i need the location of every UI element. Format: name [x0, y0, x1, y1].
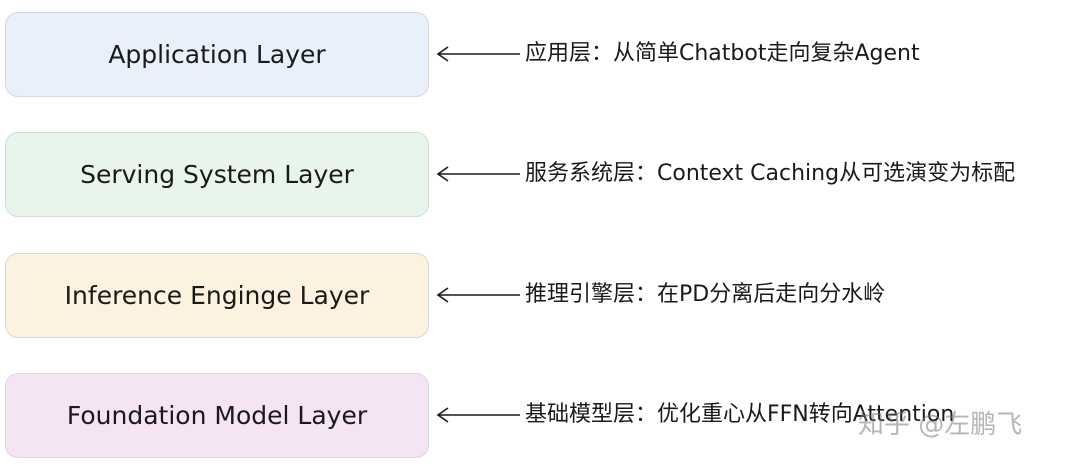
foundation-model-layer-box: Foundation Model Layer: [5, 373, 429, 458]
arrow-left-icon: [436, 166, 520, 182]
foundation-model-layer-label: Foundation Model Layer: [66, 401, 368, 430]
application-layer-note: 应用层：从简单Chatbot走向复杂Agent: [525, 41, 920, 66]
foundation-model-layer-note: 基础模型层：优化重心从FFN转向Attention: [525, 402, 955, 427]
application-layer-box: Application Layer: [5, 12, 429, 97]
arrow-left-icon: [436, 46, 520, 62]
arrow-left-icon: [436, 287, 520, 303]
inference-engine-layer-note: 推理引擎层：在PD分离后走向分水岭: [525, 282, 886, 307]
arrow-left-icon: [436, 407, 520, 423]
inference-engine-layer-label: Inference Enginge Layer: [64, 281, 370, 310]
watermark: 知乎 @左鹏飞: [858, 410, 1023, 440]
inference-engine-layer-box: Inference Enginge Layer: [5, 253, 429, 338]
serving-system-layer-note: 服务系统层：Context Caching从可选演变为标配: [525, 161, 1016, 186]
serving-system-layer-label: Serving System Layer: [80, 160, 354, 189]
serving-system-layer-box: Serving System Layer: [5, 132, 429, 217]
application-layer-label: Application Layer: [108, 40, 326, 69]
